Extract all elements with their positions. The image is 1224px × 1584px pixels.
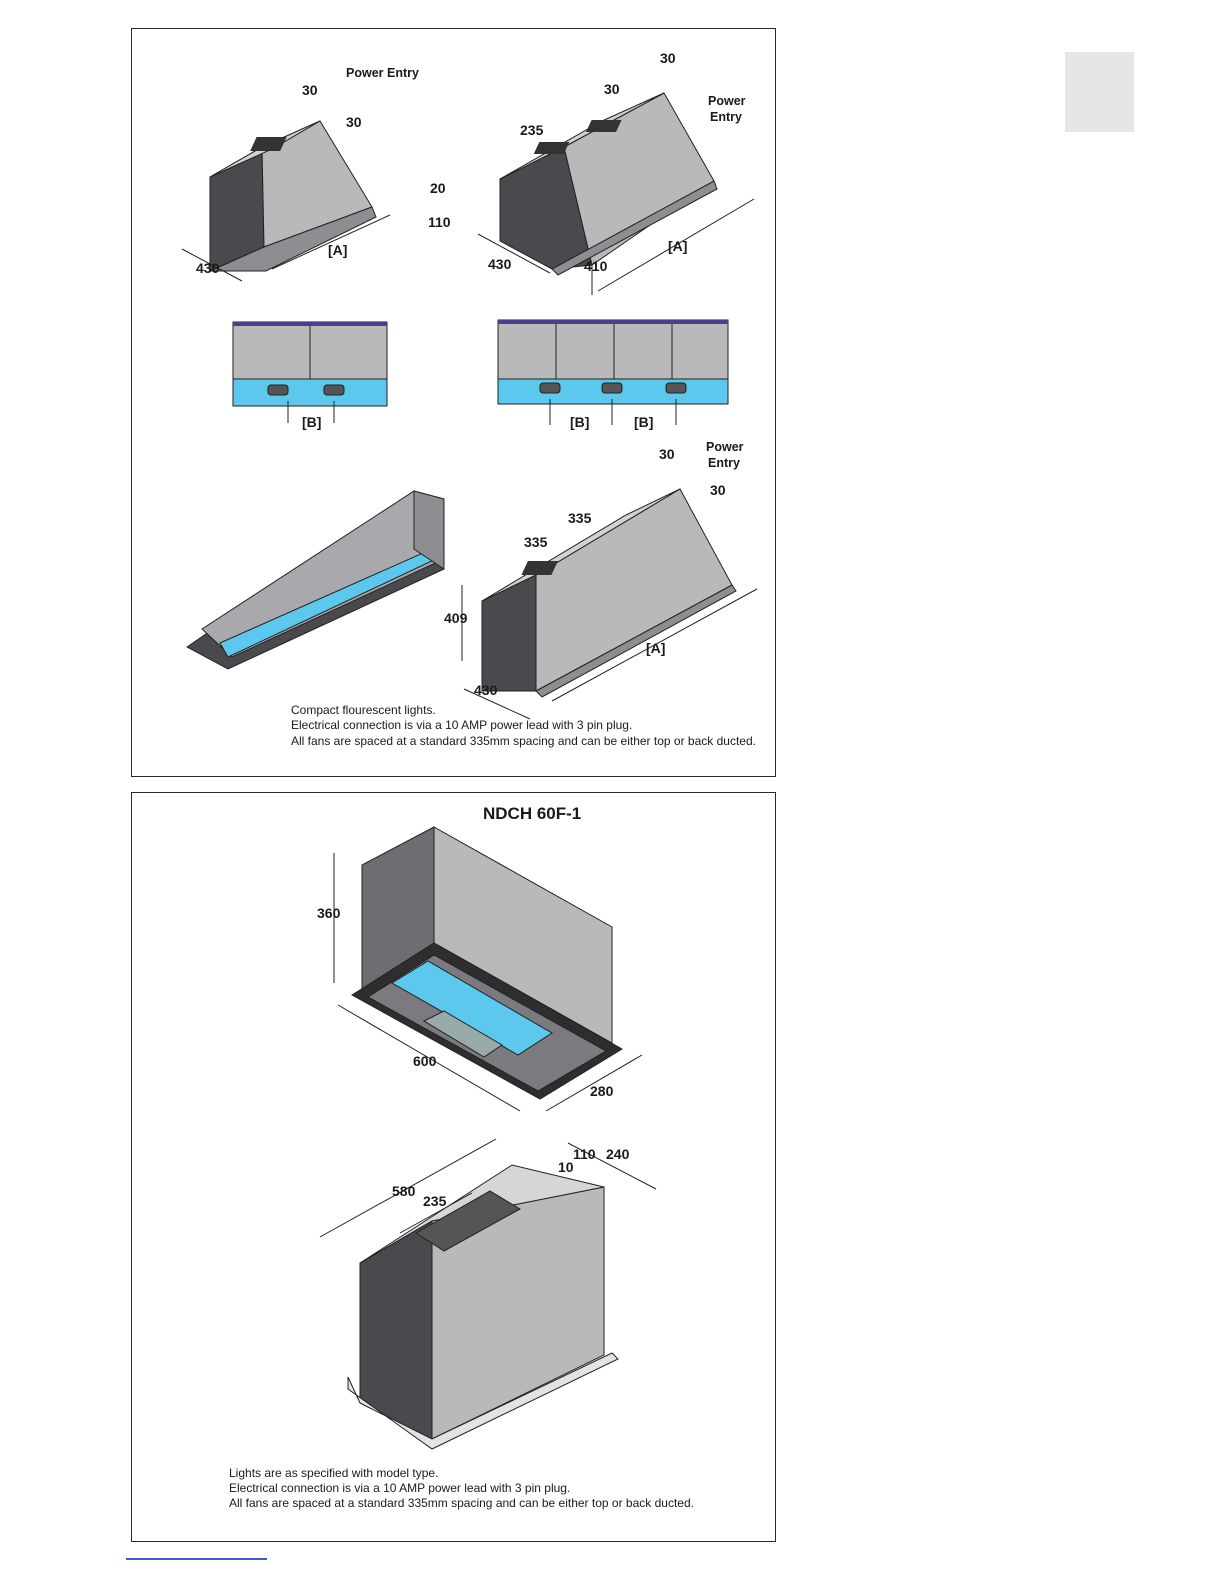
panel-2-note-2: Electrical connection is via a 10 AMP po…: [229, 1481, 570, 1495]
dim-b-small: [B]: [302, 414, 321, 430]
dim-30-c1: 30: [659, 446, 675, 462]
power-label-b: Power: [708, 94, 746, 108]
dim-430-c: 430: [474, 682, 498, 698]
dim-240: 240: [606, 1146, 630, 1162]
dim-10: 10: [558, 1159, 574, 1175]
ndch-top-isometric: [319, 1138, 657, 1450]
page-tab: [1065, 52, 1134, 132]
dim-409-c: 409: [444, 610, 468, 626]
dim-110: 110: [573, 1146, 596, 1162]
hood-underside-isometric: [186, 490, 445, 670]
dim-a-c: [A]: [646, 640, 665, 656]
dim-110-b: 110: [428, 214, 451, 230]
dim-335-c2: 335: [524, 534, 548, 550]
ndch-underside-isometric: [333, 826, 643, 1112]
dim-b-long-1: [B]: [570, 414, 589, 430]
footer-rule: [126, 1558, 267, 1560]
dim-235: 235: [423, 1193, 447, 1209]
dim-30-a1: 30: [302, 82, 318, 98]
hood-three-fan-isometric: [461, 488, 758, 720]
dim-235-b: 235: [520, 122, 544, 138]
dim-b-long-2: [B]: [634, 414, 653, 430]
entry-label-c: Entry: [708, 456, 740, 470]
panel-2-diagram: NDCH 60F-1 360 600 280 580 235 10 110 24…: [229, 804, 694, 1510]
dim-360: 360: [317, 905, 341, 921]
panel-1-note-2: Electrical connection is via a 10 AMP po…: [291, 718, 632, 732]
dim-580: 580: [392, 1183, 416, 1199]
entry-label-b: Entry: [710, 110, 742, 124]
hood-small-isometric: [181, 120, 391, 282]
dim-430-b: 430: [488, 256, 512, 272]
panel-1-note-1: Compact flourescent lights.: [291, 703, 436, 717]
panel-2-note-3: All fans are spaced at a standard 335mm …: [229, 1496, 694, 1510]
power-label-c: Power: [706, 440, 744, 454]
dim-410-b: 410: [584, 258, 608, 274]
hood-small-underside: [232, 321, 388, 423]
dim-30-b1: 30: [660, 50, 676, 66]
dim-335-c1: 335: [568, 510, 592, 526]
dim-a-a: [A]: [328, 242, 347, 258]
panel-1-diagram: Power Entry 30 30 430 [A] 30 30 Power En…: [181, 50, 758, 748]
dim-600: 600: [413, 1053, 437, 1069]
dim-30-b2: 30: [604, 81, 620, 97]
dim-a-b: [A]: [668, 238, 687, 254]
hood-long-isometric: [477, 92, 755, 295]
rangehood-dimensions-panel-2: NDCH 60F-1 360 600 280 580 235 10 110 24…: [131, 792, 776, 1542]
panel-1-note-3: All fans are spaced at a standard 335mm …: [291, 734, 756, 748]
power-entry-label-a: Power Entry: [346, 66, 419, 80]
hood-long-underside: [497, 319, 729, 425]
model-title: NDCH 60F-1: [483, 804, 581, 823]
dim-30-c2: 30: [710, 482, 726, 498]
rangehood-dimensions-panel-1: Power Entry 30 30 430 [A] 30 30 Power En…: [131, 28, 776, 777]
dim-430-a: 430: [196, 260, 220, 276]
dim-30-a2: 30: [346, 114, 362, 130]
dim-280: 280: [590, 1083, 614, 1099]
dim-20-b: 20: [430, 180, 446, 196]
panel-2-note-1: Lights are as specified with model type.: [229, 1466, 438, 1480]
